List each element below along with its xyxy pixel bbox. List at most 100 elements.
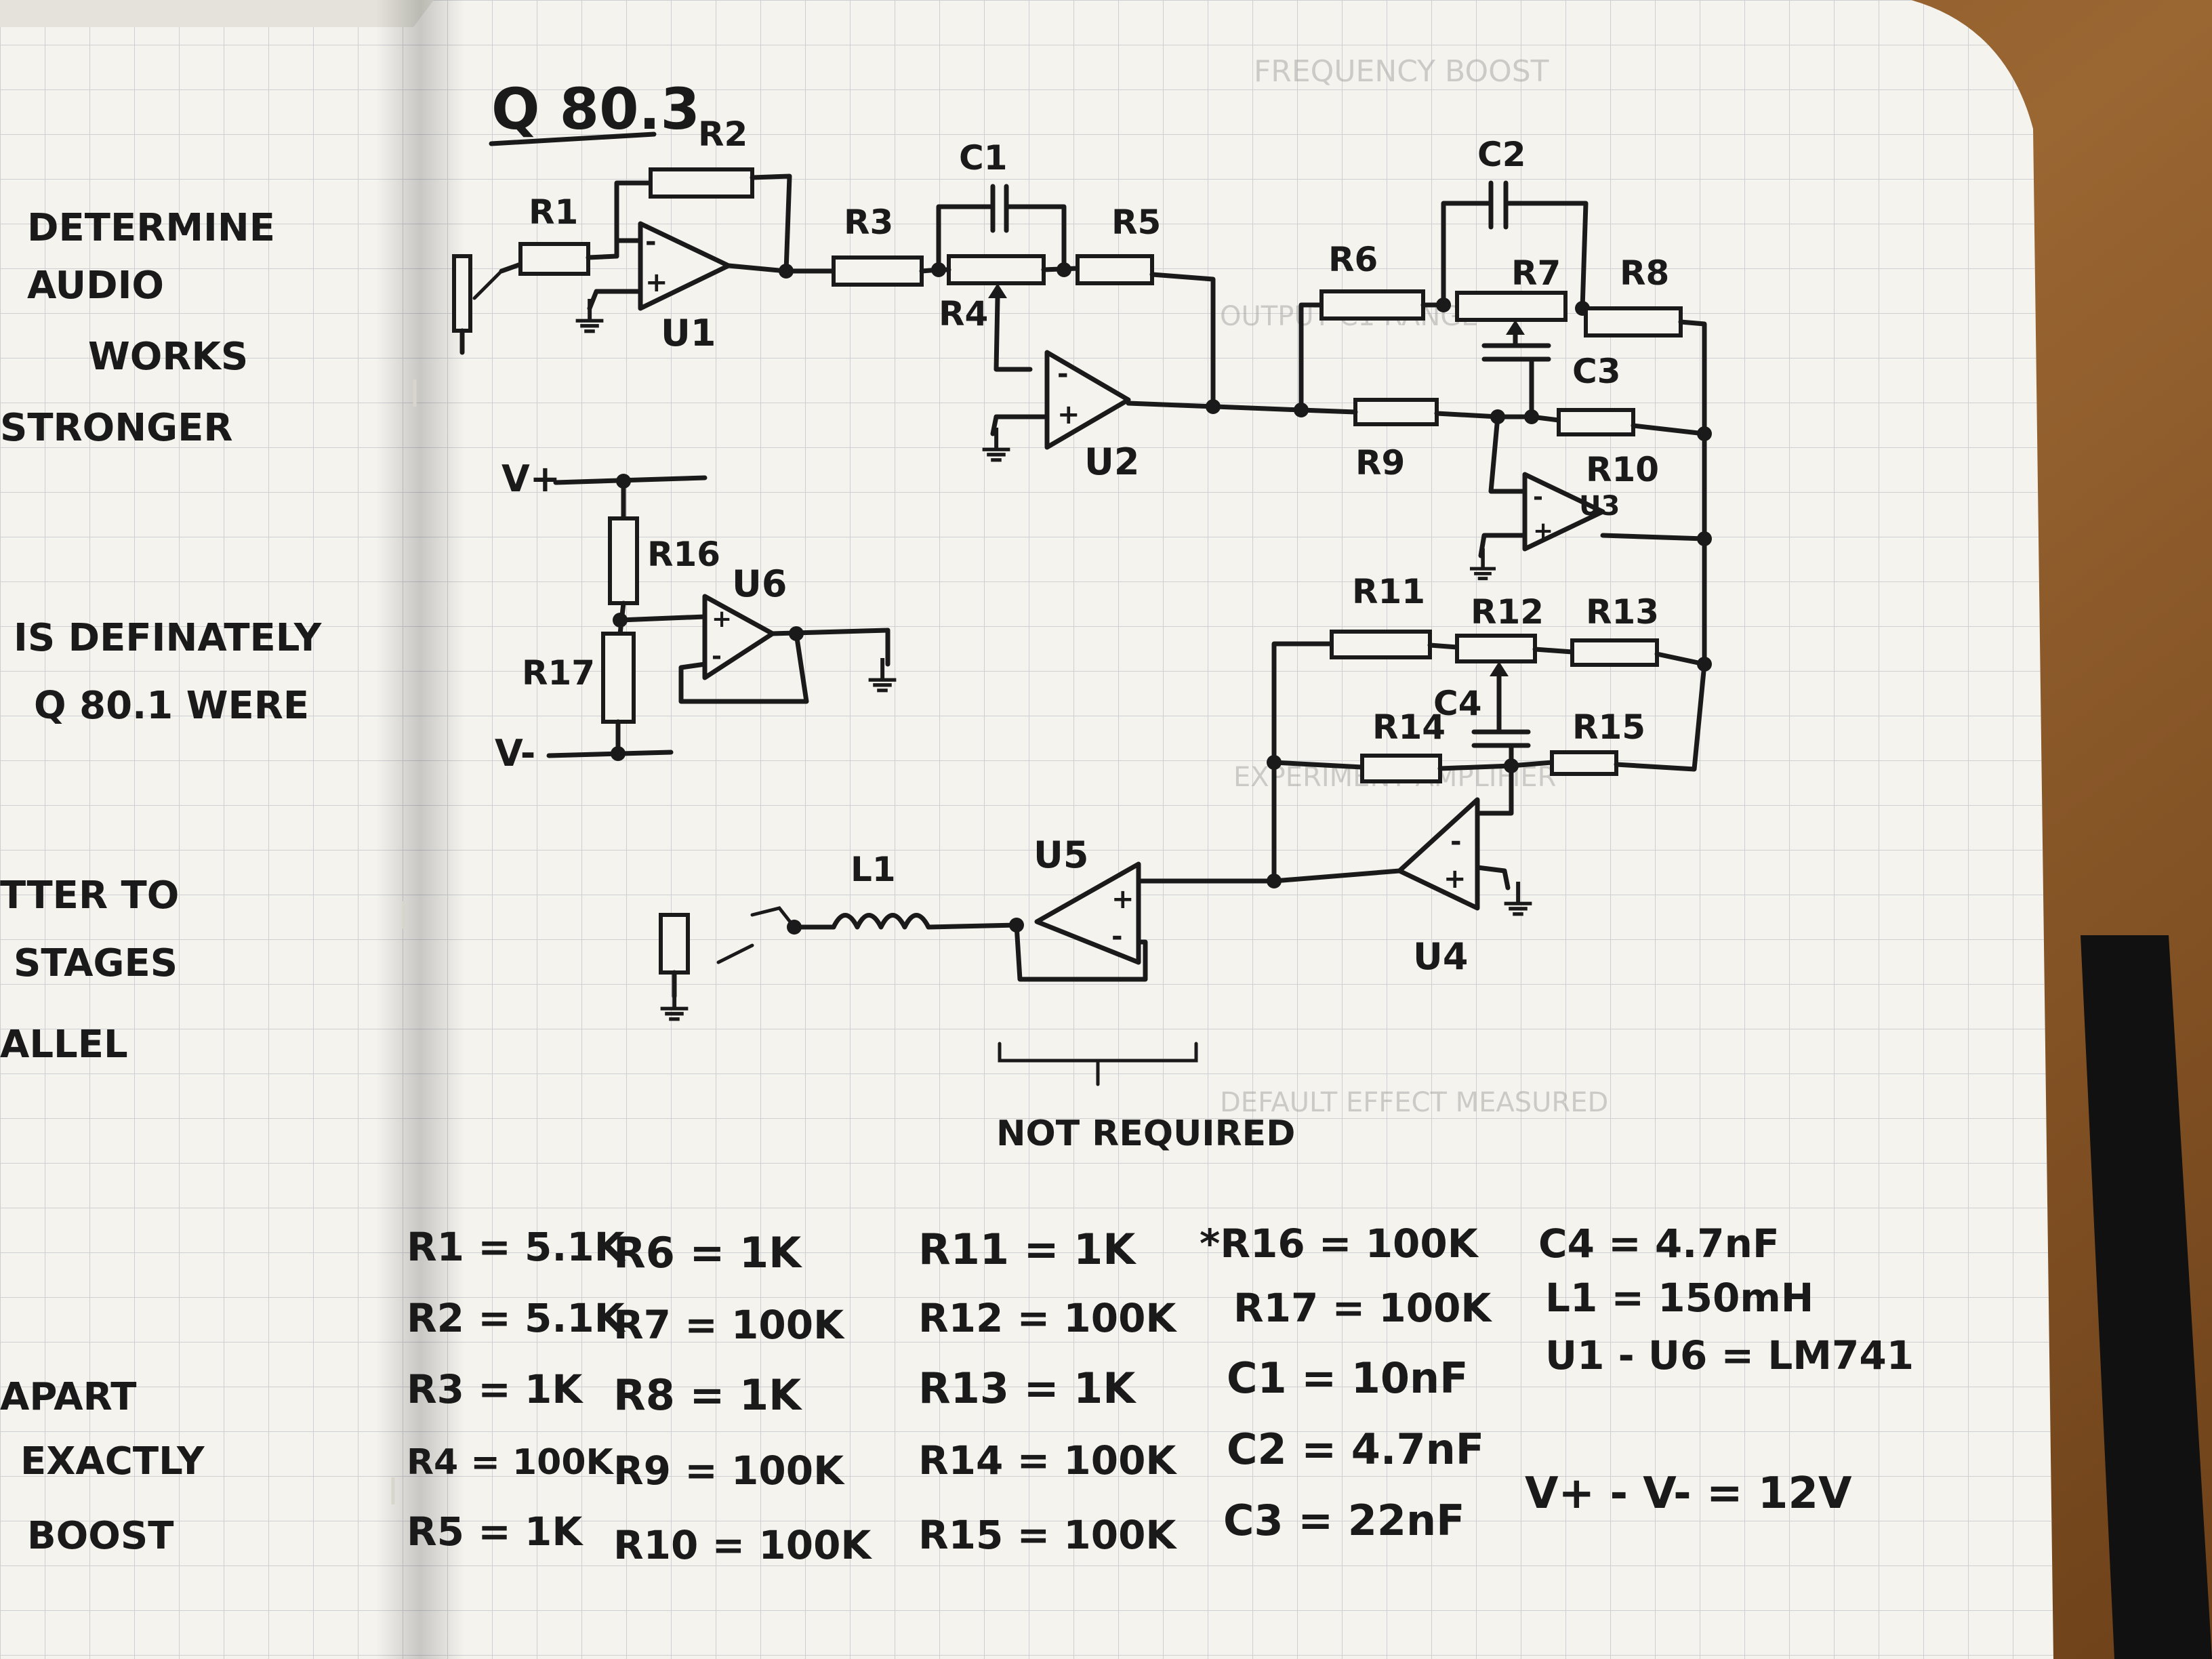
note-line: AUDIO: [27, 264, 164, 308]
label-r2: R2: [698, 115, 747, 154]
opamp-u1: [638, 221, 731, 311]
bom-entry: R10 = 100K: [613, 1522, 872, 1568]
label-r8: R8: [1620, 253, 1669, 293]
note-line: IS DEFINATELY: [14, 616, 323, 660]
resistor-r13: [1570, 638, 1659, 667]
label-r17: R17: [522, 653, 595, 693]
svg-text:-: -: [645, 226, 657, 258]
bom-entry: R15 = 100K: [918, 1512, 1177, 1558]
bom-entry: C2 = 4.7nF: [1227, 1425, 1484, 1474]
opamp-u5: [1034, 861, 1141, 965]
bom-entry: R5 = 1K: [407, 1509, 583, 1555]
ground-icon: ⏚: [1498, 878, 1538, 925]
bom-entry: R13 = 1K: [918, 1364, 1136, 1413]
svg-text:+: +: [645, 267, 668, 298]
label-r6: R6: [1328, 240, 1378, 279]
label-c4: C4: [1433, 684, 1481, 723]
label-r7: R7: [1511, 253, 1561, 293]
bom-entry: R8 = 1K: [613, 1370, 802, 1420]
ground-icon: ⏚: [862, 654, 903, 701]
label-u1: U1: [661, 312, 716, 354]
label-c1: C1: [959, 138, 1007, 178]
label-r5: R5: [1111, 203, 1161, 242]
resistor-r15: [1550, 750, 1618, 776]
label-r16: R16: [647, 535, 720, 574]
svg-text:+: +: [1057, 399, 1080, 430]
label-u6: U6: [732, 562, 787, 605]
resistor-r14: [1360, 754, 1442, 783]
bom-entry: R2 = 5.1K: [407, 1295, 626, 1341]
bom-entry: R17 = 100K: [1233, 1285, 1492, 1331]
note-line: DETERMINE: [27, 206, 275, 250]
resistor-r17: [601, 632, 636, 724]
bom-entry: R11 = 1K: [918, 1225, 1136, 1274]
label-r9: R9: [1355, 443, 1405, 483]
note-line: STAGES: [14, 941, 178, 985]
bom-entry: R9 = 100K: [613, 1448, 845, 1494]
resistor-r16: [608, 516, 639, 605]
svg-text:+: +: [1443, 863, 1467, 895]
label-u4: U4: [1413, 935, 1468, 978]
bom-column-5: C4 = 4.7nF L1 = 150mH U1 - U6 = LM741 V+…: [1525, 1221, 1914, 1519]
bom-entry: C3 = 22nF: [1223, 1496, 1465, 1545]
svg-text:+: +: [712, 605, 732, 633]
bom-column-3: R11 = 1K R12 = 100K R13 = 1K R14 = 100K …: [918, 1225, 1177, 1558]
potentiometer-r4: [947, 254, 1046, 285]
note-line: EXACTLY: [20, 1439, 205, 1483]
inductor-l1: [831, 913, 931, 930]
resistor-r1: [518, 242, 590, 276]
notebook-gutter: [376, 0, 464, 1659]
resistor-r2: [649, 167, 754, 199]
bom-entry: L1 = 150mH: [1545, 1275, 1814, 1321]
bom-entry: R12 = 100K: [918, 1295, 1177, 1341]
label-vminus: V-: [495, 732, 535, 775]
potentiometer-r7: [1455, 291, 1568, 322]
resistor-r3: [832, 255, 924, 287]
svg-text:+: +: [1111, 884, 1134, 915]
ground-icon: ⏚: [976, 424, 1017, 471]
ground-icon: ⏚: [569, 295, 610, 342]
svg-text:-: -: [1450, 826, 1462, 857]
label-u5: U5: [1033, 834, 1088, 876]
bom-column-4: *R16 = 100K R17 = 100K C1 = 10nF C2 = 4.…: [1200, 1221, 1492, 1545]
bom-entry: R1 = 5.1K: [407, 1224, 626, 1270]
bom-entry: V+ - V- = 12V: [1525, 1469, 1852, 1519]
ground-icon: ⏚: [654, 983, 695, 1030]
bom-entry: R3 = 1K: [407, 1366, 583, 1412]
bom-entry: R4 = 100K: [407, 1442, 615, 1483]
resistor-r5: [1076, 254, 1154, 285]
svg-text:FREQUENCY BOOST: FREQUENCY BOOST: [1254, 54, 1549, 89]
input-jack-icon: [452, 254, 472, 333]
note-line: STRONGER: [0, 406, 232, 450]
label-r13: R13: [1586, 592, 1659, 632]
bom-entry: *R16 = 100K: [1200, 1221, 1479, 1267]
svg-text:+: +: [1533, 517, 1553, 545]
note-line: TTER TO: [0, 874, 179, 918]
resistor-r9: [1353, 398, 1439, 426]
svg-text:DEFAULT EFFECT MEASURED: DEFAULT EFFECT MEASURED: [1220, 1087, 1608, 1118]
svg-text:-: -: [1057, 359, 1069, 390]
label-c3: C3: [1572, 352, 1620, 391]
page-title: Q 80.3: [491, 76, 700, 142]
opamp-u4: [1397, 797, 1480, 911]
title-underline: [489, 131, 657, 146]
input-jack-icon: [659, 913, 690, 975]
label-l1: L1: [851, 850, 896, 889]
label-r12: R12: [1471, 592, 1544, 632]
label-r1: R1: [529, 192, 578, 232]
resistor-r8: [1584, 306, 1683, 337]
label-r14: R14: [1372, 708, 1446, 747]
label-u2: U2: [1084, 441, 1139, 483]
label-r4: R4: [939, 294, 988, 333]
opamp-u2: [1044, 350, 1131, 450]
label-r10: R10: [1586, 450, 1659, 489]
bom-entry: U1 - U6 = LM741: [1545, 1332, 1914, 1378]
not-required-label: NOT REQUIRED: [996, 1113, 1295, 1154]
bom-column-1: R1 = 5.1K R2 = 5.1K R3 = 1K R4 = 100K R5…: [407, 1224, 626, 1555]
bom-column-2: R6 = 1K R7 = 100K R8 = 1K R9 = 100K R10 …: [613, 1228, 872, 1568]
svg-text:-: -: [1111, 921, 1123, 952]
label-r3: R3: [844, 203, 893, 242]
label-r11: R11: [1352, 572, 1425, 611]
label-c2: C2: [1477, 135, 1525, 174]
note-line: APART: [0, 1375, 136, 1419]
